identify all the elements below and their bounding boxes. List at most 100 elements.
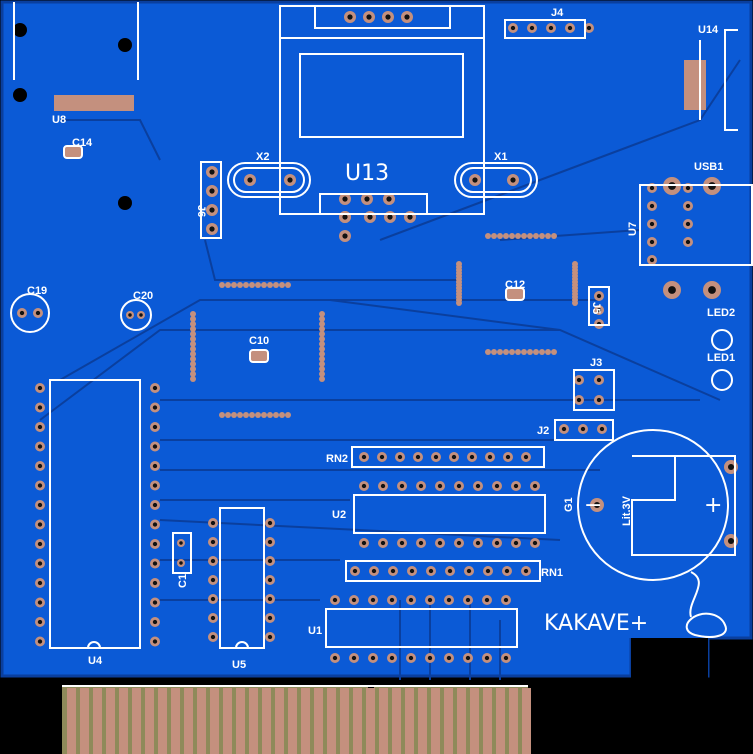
via: [190, 311, 196, 317]
pad-hole: [152, 600, 158, 605]
silk-labels: U8 C14 X2 X1 U13 J4 U14 USB1 U7 J6 C19 C…: [27, 7, 735, 671]
via: [273, 412, 279, 418]
via: [219, 412, 225, 418]
via: [527, 349, 533, 355]
pad-hole: [19, 310, 25, 316]
label-g1: G1: [563, 497, 575, 512]
via: [190, 341, 196, 347]
pad-hole: [366, 14, 372, 20]
via: [225, 412, 231, 418]
via: [319, 336, 325, 342]
pad-hole: [510, 177, 516, 183]
pad-hole: [494, 483, 500, 489]
pad-hole: [37, 463, 43, 469]
via: [551, 233, 557, 239]
pad-hole: [576, 397, 582, 403]
pad-hole: [504, 568, 510, 574]
pad-hole: [465, 655, 471, 661]
trace: [59, 299, 600, 381]
pad-hole: [428, 568, 434, 574]
edge-finger: [171, 688, 180, 754]
pad-hole: [513, 483, 519, 489]
pad-hole: [210, 634, 216, 640]
via: [319, 321, 325, 327]
edge-finger: [210, 688, 219, 754]
edge-finger: [314, 688, 323, 754]
via: [285, 412, 291, 418]
label-rn1: RN1: [541, 567, 563, 579]
edge-finger: [275, 688, 284, 754]
pad-hole: [267, 539, 273, 545]
via: [319, 351, 325, 357]
via: [491, 233, 497, 239]
label-j4: J4: [551, 7, 564, 19]
edge-finger: [197, 688, 206, 754]
pad-hole: [152, 561, 158, 566]
pad-hole: [649, 185, 655, 191]
pad-hole: [475, 483, 481, 489]
pad-hole: [380, 483, 386, 489]
via: [491, 349, 497, 355]
pad-hole: [267, 615, 273, 621]
edge-finger: [132, 688, 141, 754]
pad-hole: [364, 196, 370, 202]
edge-finger: [93, 688, 102, 754]
via: [190, 326, 196, 332]
edge-finger: [80, 688, 89, 754]
via: [190, 361, 196, 367]
via: [255, 282, 261, 288]
edge-finger: [418, 688, 427, 754]
pad-hole: [152, 444, 158, 449]
trace: [204, 239, 460, 281]
pad-hole: [561, 426, 567, 432]
pad-hole: [599, 426, 605, 432]
pad-hole: [209, 207, 215, 213]
pad-hole: [409, 568, 415, 574]
via: [539, 349, 545, 355]
via: [243, 412, 249, 418]
pad-hole: [494, 540, 500, 546]
pad-hole: [586, 25, 592, 31]
pad-hole: [446, 597, 452, 603]
via: [545, 233, 551, 239]
pad-hole: [456, 483, 462, 489]
pad-hole: [209, 226, 215, 232]
pad-hole: [390, 568, 396, 574]
edge-finger: [340, 688, 349, 754]
pad-hole: [727, 537, 735, 545]
via: [231, 412, 237, 418]
edge-finger: [509, 688, 518, 754]
edge-finger: [379, 688, 388, 754]
edge-finger: [223, 688, 232, 754]
via: [497, 233, 503, 239]
label-battery: Lit.3V: [621, 495, 633, 526]
pad-hole: [466, 568, 472, 574]
pad-hole: [37, 385, 43, 391]
pad-hole: [487, 454, 493, 460]
pad-hole: [529, 25, 535, 31]
via: [509, 233, 515, 239]
pad-hole: [267, 634, 273, 640]
label-u13: U13: [345, 161, 389, 186]
pad-hole: [35, 310, 41, 316]
pad-hole: [408, 597, 414, 603]
label-led1: LED1: [707, 352, 735, 364]
via: [319, 346, 325, 352]
pad-hole: [332, 597, 338, 603]
pad-hole: [370, 597, 376, 603]
via: [521, 349, 527, 355]
edge-finger: [145, 688, 154, 754]
connector-pad: [54, 95, 134, 111]
pad-hole: [469, 454, 475, 460]
label-j3: J3: [590, 357, 602, 369]
pad-hole: [649, 203, 655, 209]
smd-capacitor: [249, 349, 269, 363]
label-u8: U8: [52, 114, 66, 126]
edge-finger: [327, 688, 336, 754]
pad-hole: [37, 561, 43, 566]
pad-hole: [342, 233, 348, 239]
edge-finger: [483, 688, 492, 754]
via: [219, 282, 225, 288]
pad-hole: [399, 540, 405, 546]
pad-hole: [342, 196, 348, 202]
